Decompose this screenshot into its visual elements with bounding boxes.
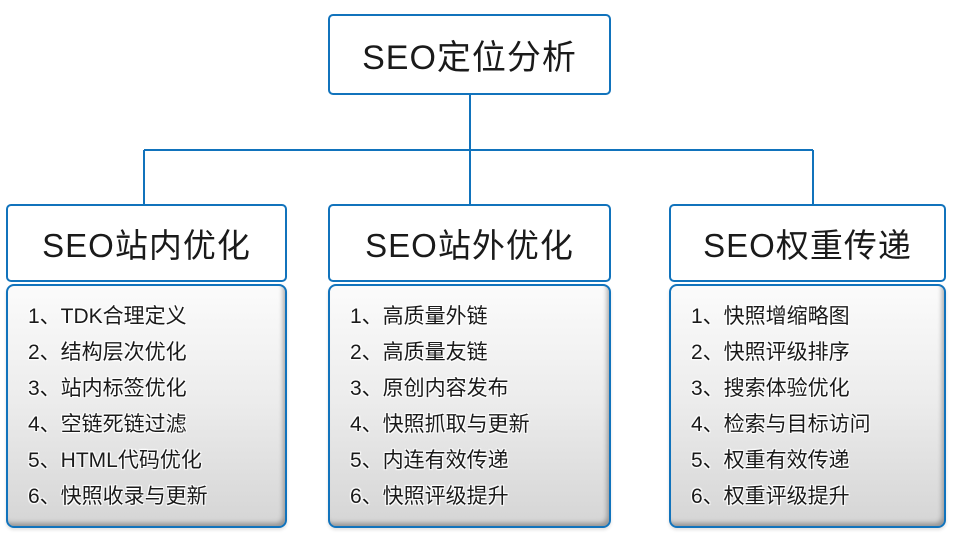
- list-item: 5、HTML代码优化: [28, 449, 202, 472]
- branch-title: SEO站内优化: [42, 227, 251, 264]
- list-item: 2、快照评级排序: [691, 341, 850, 364]
- list-item: 5、内连有效传递: [350, 449, 509, 472]
- branch-offsite: SEO站外优化 1、高质量外链 2、高质量友链 3、原创内容发布 4、快照抓取与更新 5…: [328, 204, 611, 528]
- branch-offsite-header: SEO站外优化: [328, 204, 611, 282]
- branch-weight-list: 1、快照增缩略图 2、快照评级排序 3、搜索体验优化 4、检索与目标访问 5、权重有效传…: [669, 284, 946, 528]
- list-item: 3、站内标签优化: [28, 377, 187, 400]
- list-item: 4、检索与目标访问: [691, 413, 871, 436]
- list-item: 6、权重评级提升: [691, 485, 850, 508]
- branch-onsite: SEO站内优化 1、TDK合理定义 2、结构层次优化 3、站内标签优化 4、空链死链过…: [6, 204, 287, 528]
- list-item: 1、TDK合理定义: [28, 305, 187, 328]
- list-item: 6、快照收录与更新: [28, 485, 208, 508]
- branch-weight-header: SEO权重传递: [669, 204, 946, 282]
- list-item: 3、搜索体验优化: [691, 377, 850, 400]
- list-item: 4、空链死链过滤: [28, 413, 187, 436]
- branch-weight: SEO权重传递 1、快照增缩略图 2、快照评级排序 3、搜索体验优化 4、检索与目标访…: [669, 204, 946, 528]
- branch-title: SEO站外优化: [365, 227, 574, 264]
- branch-title: SEO权重传递: [703, 227, 912, 264]
- root-node: SEO定位分析: [328, 14, 611, 95]
- branch-onsite-list: 1、TDK合理定义 2、结构层次优化 3、站内标签优化 4、空链死链过滤 5、HTML代…: [6, 284, 287, 528]
- branch-offsite-list: 1、高质量外链 2、高质量友链 3、原创内容发布 4、快照抓取与更新 5、内连有效传递 6…: [328, 284, 611, 528]
- list-item: 1、快照增缩略图: [691, 305, 850, 328]
- list-item: 2、高质量友链: [350, 341, 488, 364]
- list-item: 6、快照评级提升: [350, 485, 509, 508]
- list-item: 1、高质量外链: [350, 305, 488, 328]
- list-item: 2、结构层次优化: [28, 341, 187, 364]
- list-item: 3、原创内容发布: [350, 377, 509, 400]
- list-item: 4、快照抓取与更新: [350, 413, 530, 436]
- list-item: 5、权重有效传递: [691, 449, 850, 472]
- root-node-title: SEO定位分析: [362, 39, 577, 77]
- branch-onsite-header: SEO站内优化: [6, 204, 287, 282]
